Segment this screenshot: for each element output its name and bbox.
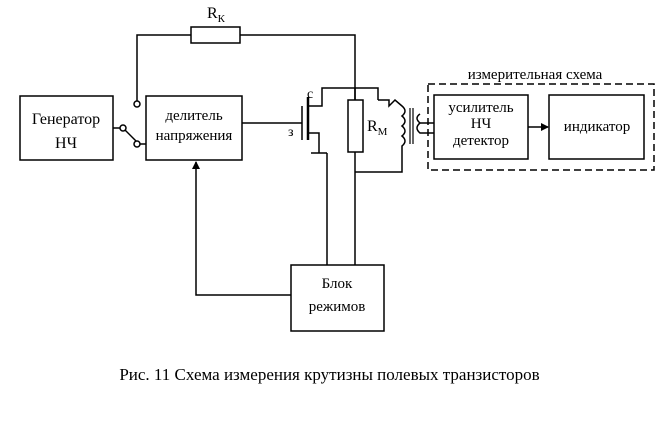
modes-block [290, 264, 385, 332]
amplifier-label-line3: детектор [453, 133, 509, 149]
measurement-group-label: измерительная схема [468, 67, 603, 83]
divider-label-line1: делитель [165, 108, 223, 124]
resistor-rm [347, 99, 364, 153]
source-wire [308, 132, 320, 153]
switch-blade [124, 129, 137, 142]
modes-to-divider-arrow [192, 161, 291, 296]
indicator-block [548, 94, 645, 160]
gate-pin-label: з [288, 125, 294, 140]
rk-left-wire [136, 34, 191, 101]
generator-label-line1: Генератор [32, 111, 100, 128]
amplifier-label-line2: НЧ [471, 116, 492, 132]
switch-contact-bottom [133, 140, 141, 148]
drain-pin-label: с [307, 87, 313, 102]
drain-wire [308, 87, 379, 107]
switch-pivot [119, 124, 127, 132]
divider-block [145, 95, 243, 161]
amplifier-label-line1: усилитель [448, 100, 513, 116]
divider-label-line2: напряжения [156, 128, 233, 144]
transformer-primary [355, 98, 406, 173]
indicator-label: индикатор [564, 119, 630, 135]
transformer-secondary [416, 113, 434, 134]
measurement-group-frame [427, 83, 655, 171]
modes-label-line1: Блок [322, 276, 353, 292]
rm-label: RМ [367, 118, 388, 138]
modes-label-line2: режимов [309, 299, 366, 315]
switch-contact-top [133, 100, 141, 108]
figure-caption: Рис. 11 Схема измерения крутизны полевых… [119, 365, 540, 384]
rk-right-wire [240, 34, 356, 100]
rk-label: RК [207, 5, 226, 25]
generator-label-line2: НЧ [55, 135, 77, 152]
resistor-rk [190, 26, 241, 44]
